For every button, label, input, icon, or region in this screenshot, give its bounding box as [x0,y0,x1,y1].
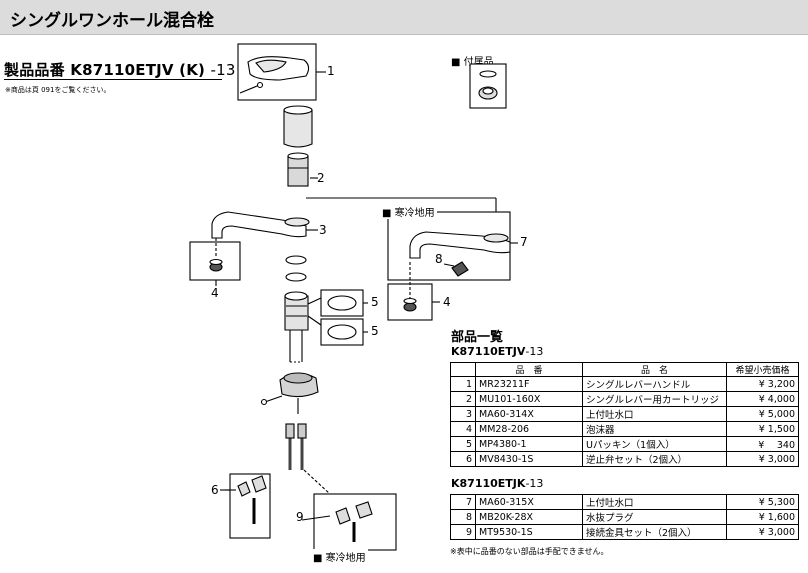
parts-table-1: 品 番 品 名 希望小売価格 1 MR23211F シングルレバーハンドル ¥ … [450,362,799,467]
col-name-header: 品 名 [582,362,727,377]
u-packing-box-2 [320,318,364,346]
u-packing-box-1 [320,289,364,317]
spout [211,211,307,239]
o-ring-upper [285,255,307,265]
parts-list-title: 部品一覧 [451,330,504,345]
table-row: 8 MB20K-28X 水抜プラグ ¥ 1,600 [450,509,799,525]
footnote: ※表中に品番のない部品は手配できません。 [450,547,609,556]
callout-9: 9 [296,510,304,524]
check-valve-box [229,473,271,539]
callout-7: 7 [520,235,528,249]
table-row: 5 MP4380-1 Uパッキン（1個入） ¥ 340 [450,436,799,452]
table-row: 1 MR23211F シングルレバーハンドル ¥ 3,200 [450,376,799,392]
o-ring-lower [285,272,307,282]
col-price-header: 希望小売価格 [726,362,799,377]
product-label: 製品品番 [4,61,65,79]
faucet-body [284,295,309,331]
group1-model: K87110ETJV-13 [451,345,544,358]
cartridge [287,155,309,187]
table-row: 9 MT9530-1S 接続金具セット（2個入） ¥ 3,000 [450,524,799,540]
accessory-label: ■ 付属品 [451,57,494,68]
table-row: 7 MA60-315X 上付吐水口 ¥ 5,300 [450,494,799,510]
callout-5a: 5 [371,295,379,309]
callout-1: 1 [327,64,335,78]
page-title: シングルワンホール混合栓 [10,11,214,31]
drain-plug [451,261,469,277]
table-row: 2 MU101-160X シングルレバー用カートリッジ ¥ 4,000 [450,391,799,407]
table-header-row: 品 番 品 名 希望小売価格 [450,362,799,377]
product-model: K87110ETJV (K) [70,61,206,79]
product-note: ※商品は頁 091をご覧ください。 [5,86,111,94]
col-code-header: 品 番 [475,362,583,377]
group2-model: K87110ETJK-13 [451,477,544,490]
table-row: 6 MV8430-1S 逆止弁セット（2個入） ¥ 3,000 [450,451,799,467]
product-suffix: -13 [210,61,236,79]
callout-5b: 5 [371,324,379,338]
product-underline [4,79,222,80]
callout-3: 3 [319,223,327,237]
table-row: 4 MM28-206 泡沫器 ¥ 1,500 [450,421,799,437]
callout-8: 8 [435,252,443,266]
header-bar: シングルワンホール混合栓 [0,0,808,35]
cold-region-label-bottom: ■ 寒冷地用 [311,549,368,564]
callout-4: 4 [211,286,219,300]
callout-4b: 4 [443,295,451,309]
table-row: 3 MA60-314X 上付吐水口 ¥ 5,000 [450,406,799,422]
parts-table-2: 7 MA60-315X 上付吐水口 ¥ 5,300 8 MB20K-28X 水抜… [450,494,799,540]
product-title: 製品品番 K87110ETJV (K) -13 [4,59,236,80]
cover-cap [283,109,313,148]
callout-6: 6 [211,483,219,497]
cold-region-label: ■ 寒冷地用 [380,204,437,219]
callout-2: 2 [317,171,325,185]
